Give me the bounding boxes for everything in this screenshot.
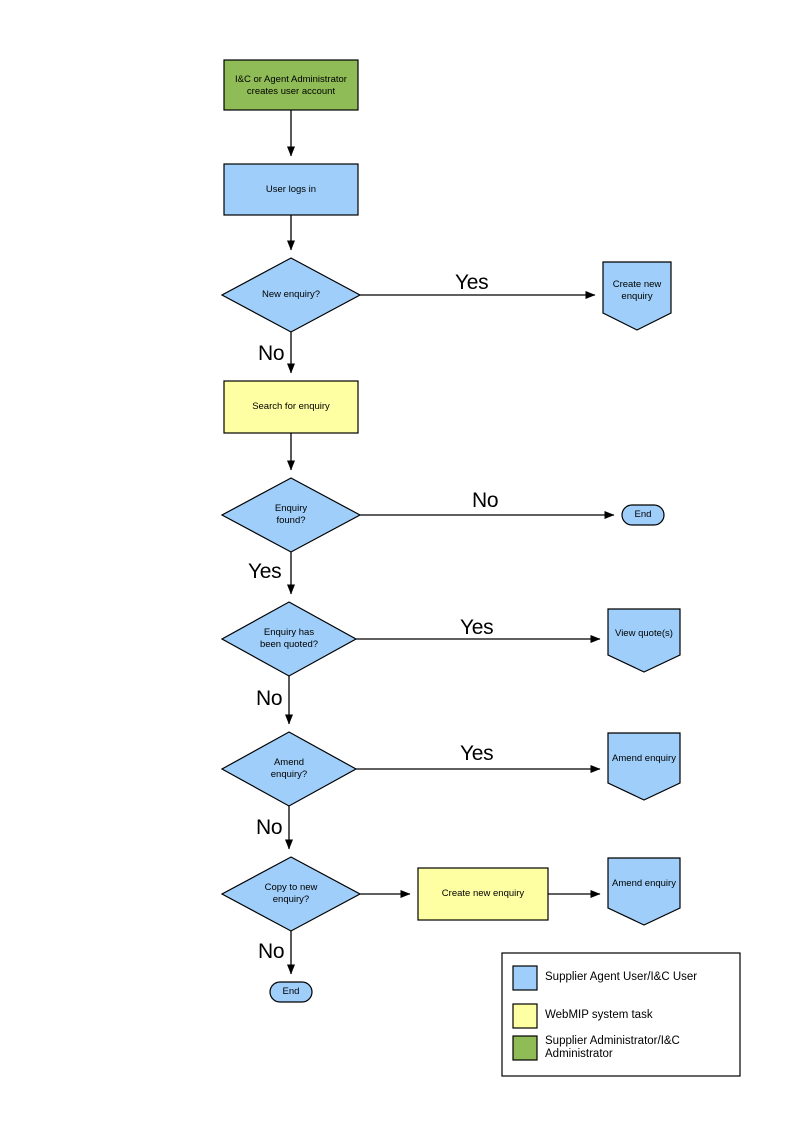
- branch-label-copy-to-new-no: No: [258, 940, 285, 963]
- node-label-end-bottom: End: [282, 986, 300, 997]
- branch-label-enquiry-found-yes: Yes: [248, 560, 282, 583]
- node-new-enquiry-decision[interactable]: [220, 257, 362, 333]
- node-search-for-enquiry[interactable]: [223, 380, 359, 434]
- node-end-bottom[interactable]: [269, 981, 313, 1003]
- legend-swatch-2: [512, 1035, 538, 1061]
- branch-label-enquiry-found-no: No: [472, 489, 499, 512]
- branch-label-new-enquiry-yes: Yes: [455, 271, 489, 294]
- branch-label-amend-enquiry-yes: Yes: [460, 742, 494, 765]
- branch-label-new-enquiry-no: No: [258, 342, 285, 365]
- node-amend-enquiry-mid[interactable]: [607, 732, 681, 801]
- legend-frame: [501, 952, 741, 1077]
- legend-label-supplier-agent-user: Supplier Agent User/I&C User: [545, 971, 698, 983]
- node-amend-enquiry-bottom[interactable]: [607, 857, 681, 926]
- branch-label-amend-enquiry-no: No: [256, 816, 283, 839]
- node-view-quotes[interactable]: [607, 608, 681, 673]
- node-create-new-enquiry-top[interactable]: [602, 261, 672, 331]
- legend-label-webmip-system-task: WebMIP system task: [545, 1009, 653, 1021]
- legend-swatch-1: [512, 1003, 538, 1029]
- node-create-new-enquiry-bottom[interactable]: [417, 867, 549, 921]
- node-enquiry-quoted-decision[interactable]: [220, 601, 358, 677]
- node-copy-to-new-enquiry-decision[interactable]: [220, 856, 362, 932]
- node-user-logs-in[interactable]: [223, 163, 359, 216]
- node-create-user-account[interactable]: [223, 59, 359, 111]
- legend-swatch-0: [512, 965, 538, 991]
- node-end-top[interactable]: [621, 504, 665, 526]
- node-enquiry-found-decision[interactable]: [220, 477, 362, 553]
- node-amend-enquiry-decision[interactable]: [220, 731, 358, 807]
- legend-label-supplier-administrator: Supplier Administrator/I&C Administrator: [545, 1035, 680, 1060]
- branch-label-enquiry-quoted-yes: Yes: [460, 616, 494, 639]
- branch-label-enquiry-quoted-no: No: [256, 687, 283, 710]
- node-label-end-top: End: [634, 509, 652, 520]
